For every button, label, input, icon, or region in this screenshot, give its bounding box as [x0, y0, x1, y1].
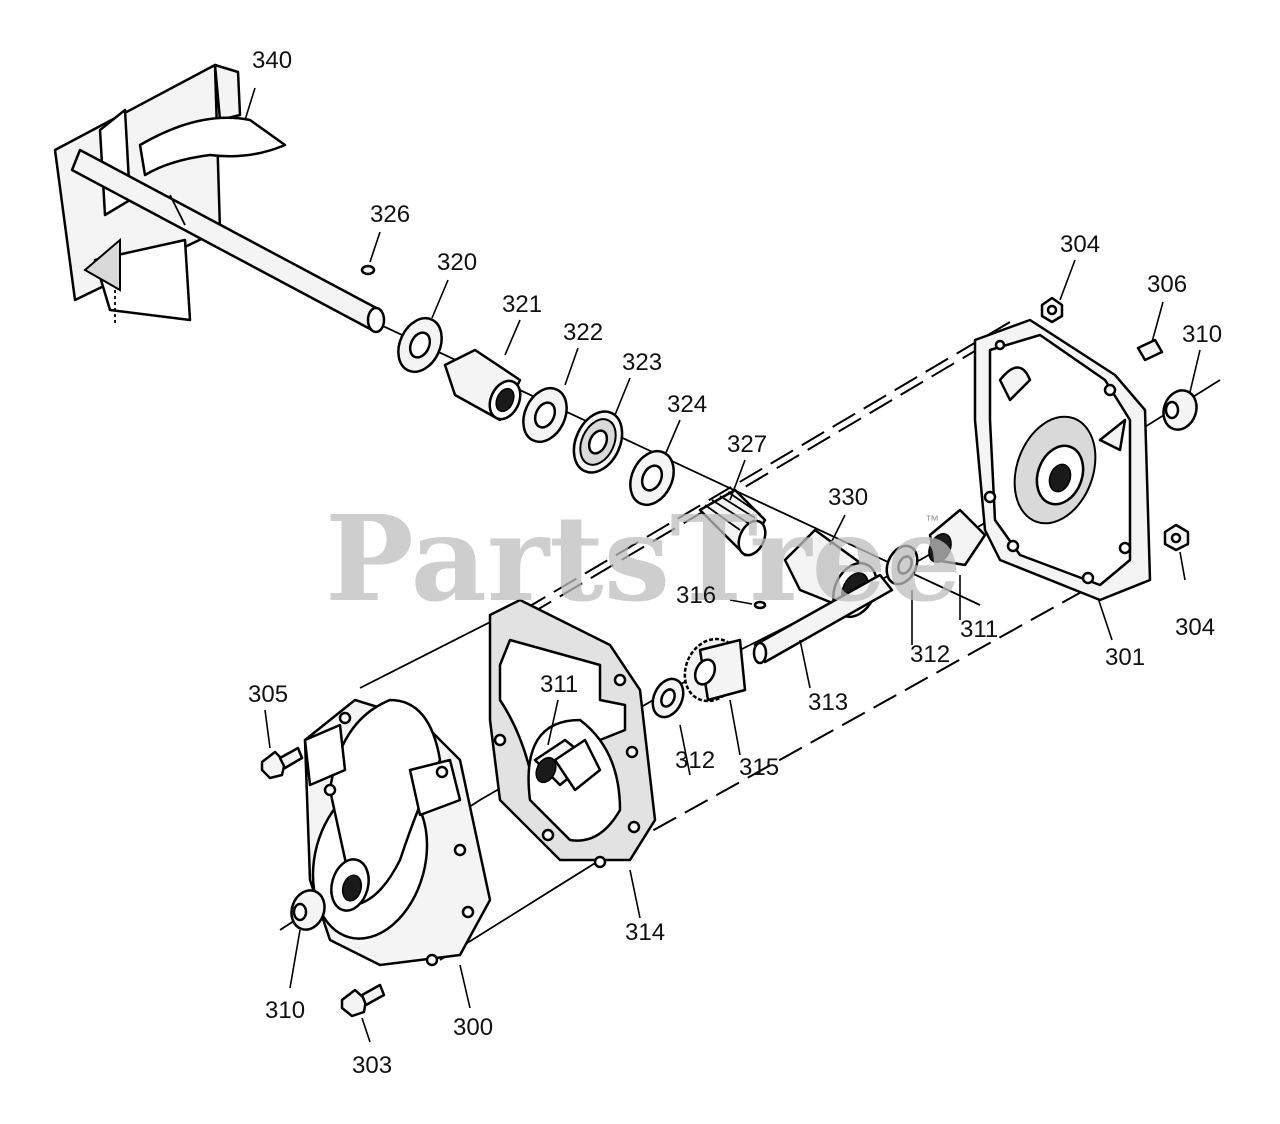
- callout-labels: 340 326 320 321 322 323 324 327 330 316 …: [248, 47, 1222, 1079]
- watermark: PartsTree ™: [325, 489, 962, 628]
- bolt-303[interactable]: [340, 983, 386, 1018]
- gearbox-housing-left-300[interactable]: [296, 698, 492, 967]
- callout-314: 314: [625, 919, 665, 946]
- gasket-314[interactable]: [488, 598, 657, 869]
- washer-310-right[interactable]: [1158, 386, 1202, 435]
- callout-327: 327: [727, 431, 767, 458]
- impeller-assembly-340[interactable]: [53, 63, 386, 334]
- leader-lines: [244, 87, 1201, 1043]
- callout-305: 305: [248, 681, 288, 708]
- worm-gear-327[interactable]: [698, 488, 770, 559]
- gear-315[interactable]: [675, 630, 749, 710]
- alignment-lines: [359, 321, 1086, 961]
- callout-322: 322: [563, 319, 603, 346]
- callout-326: 326: [370, 201, 410, 228]
- gearbox-housing-right-301[interactable]: [973, 318, 1152, 602]
- callout-320: 320: [437, 249, 477, 276]
- callout-324: 324: [667, 391, 707, 418]
- callout-312-right: 312: [910, 641, 950, 668]
- key-326[interactable]: [360, 264, 376, 276]
- callout-306: 306: [1147, 271, 1187, 298]
- watermark-text: PartsTree: [325, 489, 962, 628]
- callout-303: 303: [352, 1052, 392, 1079]
- washer-312-right[interactable]: [881, 541, 923, 589]
- callout-323: 323: [622, 349, 662, 376]
- washer-322[interactable]: [515, 381, 575, 449]
- callout-310-left: 310: [265, 997, 305, 1024]
- callout-312-left: 312: [675, 747, 715, 774]
- thrust-bearing-323[interactable]: [565, 404, 632, 481]
- washer-312-left[interactable]: [647, 674, 689, 722]
- bushing-311-right[interactable]: [925, 508, 987, 567]
- callout-330: 330: [828, 484, 868, 511]
- callout-310-right: 310: [1182, 321, 1222, 348]
- callout-311-right: 311: [960, 616, 998, 643]
- set-screw-306[interactable]: [1136, 338, 1164, 362]
- bushing-311-left[interactable]: [553, 738, 602, 792]
- washer-324[interactable]: [622, 444, 682, 512]
- nut-304-top[interactable]: [1040, 296, 1064, 324]
- callout-316: 316: [676, 582, 716, 609]
- callout-315: 315: [739, 754, 779, 781]
- callout-304-top: 304: [1060, 231, 1100, 258]
- shaft-313[interactable]: [752, 573, 894, 665]
- washer-320[interactable]: [390, 311, 450, 379]
- callout-301: 301: [1105, 644, 1145, 671]
- callout-311-left: 311: [540, 671, 578, 698]
- washer-310-left[interactable]: [286, 886, 330, 935]
- bushing-321[interactable]: [443, 348, 526, 424]
- callout-321: 321: [502, 291, 542, 318]
- key-316[interactable]: [753, 600, 767, 610]
- callout-300: 300: [453, 1014, 493, 1041]
- nut-304-bottom[interactable]: [1163, 523, 1190, 552]
- callout-313: 313: [808, 689, 848, 716]
- bolt-305[interactable]: [260, 746, 304, 780]
- watermark-trademark: ™: [925, 512, 939, 528]
- callout-340: 340: [252, 47, 292, 74]
- callout-304-bottom: 304: [1175, 614, 1215, 641]
